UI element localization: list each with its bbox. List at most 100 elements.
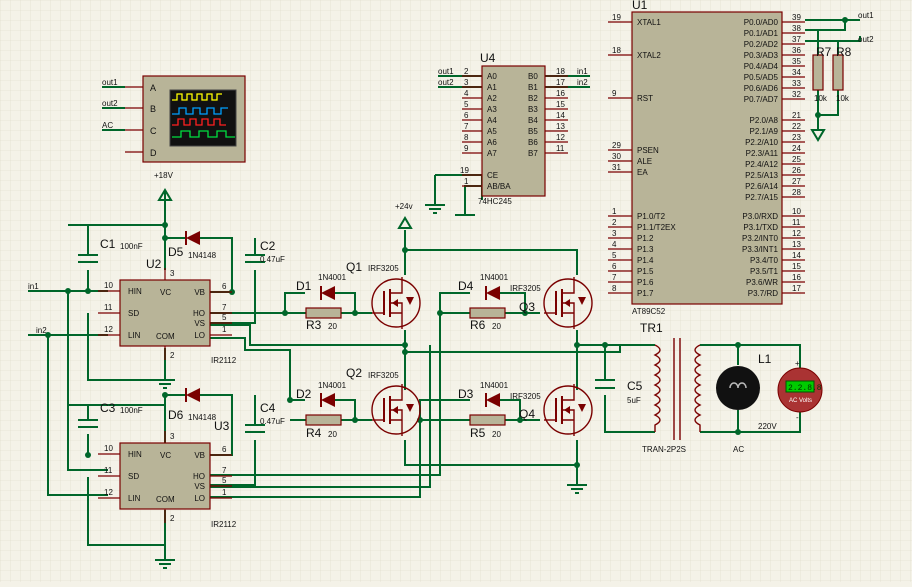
u4-a-pin: 3 [464, 78, 469, 87]
u4-ce: CE [487, 171, 498, 180]
driver-pin-label: COM [156, 332, 175, 341]
oscilloscope[interactable]: A B C D out1 out2 AC [102, 75, 246, 163]
transformer-tr1[interactable]: TR1 TRAN-2P2S [640, 321, 702, 454]
driver-pin-label: SD [128, 309, 139, 318]
l1-val: 220V [758, 422, 777, 431]
svg-text:+18V: +18V [154, 171, 174, 180]
u1-left-label: P1.4 [637, 256, 654, 265]
driver-pin-num: 7 [222, 303, 227, 312]
u4-b-label: B0 [528, 72, 538, 81]
q2-part: IRF3205 [368, 371, 399, 380]
ac-voltmeter[interactable]: 2.2.8.8 AC Volts + - [777, 359, 823, 422]
scope-in-ac: AC [102, 121, 113, 130]
grounds [155, 204, 587, 569]
u1-right-pin: 21 [792, 111, 801, 120]
u1-right-pin: 39 [792, 13, 801, 22]
u1-out1: out1 [858, 11, 874, 20]
driver-pin-label: VS [194, 319, 205, 328]
u1-left-label: P1.0/T2 [637, 212, 666, 221]
u4-74hc245[interactable]: U4 74HC245 A02B018A13B117A24B216A35B315A… [438, 51, 588, 206]
c3-ref: C3 [100, 401, 116, 415]
tr1-part: TRAN-2P2S [642, 445, 686, 454]
u4-b-label: B7 [528, 149, 538, 158]
u4-b-label: B1 [528, 83, 538, 92]
u1-right-pin: 26 [792, 166, 801, 175]
u1-right-label: P2.1/A9 [750, 127, 779, 136]
r8-ref: R8 [836, 45, 852, 59]
u1-right-label: P2.3/A11 [746, 149, 779, 158]
scope-ch-a: A [150, 83, 156, 93]
l1-ref: L1 [758, 352, 772, 366]
diodes[interactable]: D5 1N4148 D6 1N4148 D1 1N4001 D2 1N4001 … [168, 231, 509, 422]
c2-val: 0.47uF [260, 255, 285, 264]
u1-left-pin: 5 [612, 251, 617, 260]
u1-left-label: P1.3 [637, 245, 654, 254]
scope-ch-d: D [150, 148, 157, 158]
u1-at89c52[interactable]: U1 AT89C52 19XTAL118XTAL29RST29PSEN30ALE… [608, 0, 874, 316]
u1-right-label: P2.7/A15 [745, 193, 778, 202]
u4-a-pin: 2 [464, 67, 469, 76]
u1-left-pin: 18 [612, 46, 621, 55]
svg-text:+24v: +24v [395, 202, 413, 211]
u1-right-pin: 12 [792, 229, 801, 238]
capacitors[interactable]: C1 100nF C3 100nF C2 0.47uF C4 0.47uF C5… [78, 237, 643, 433]
scope-ch-b: B [150, 104, 156, 114]
driver-pin-num: 7 [222, 466, 227, 475]
driver-pin-num: 3 [170, 432, 175, 441]
d3-part: 1N4001 [480, 381, 509, 390]
u1-right-pin: 23 [792, 133, 801, 142]
u4-a-label: A5 [487, 127, 497, 136]
u4-a-pin: 9 [464, 144, 469, 153]
u1-left-pin: 7 [612, 273, 617, 282]
u4-a-pin: 5 [464, 100, 469, 109]
lamp-l1[interactable]: L1 220V [716, 352, 777, 431]
u1-left-label: EA [637, 168, 648, 177]
u1-right-label: P0.1/AD1 [744, 29, 779, 38]
u1-right-pin: 33 [792, 79, 801, 88]
driver-pin-num: 6 [222, 282, 227, 291]
u1-right-label: P0.4/AD4 [744, 62, 779, 71]
u4-a-label: A4 [487, 116, 497, 125]
d3-ref: D3 [458, 387, 474, 401]
r3-val: 20 [328, 322, 337, 331]
q1-ref: Q1 [346, 260, 362, 274]
d6-ref: D6 [168, 408, 184, 422]
u1-left-label: ALE [637, 157, 652, 166]
driver-pin-num: 1 [222, 325, 227, 334]
u4-ab-pin: 1 [464, 177, 469, 186]
u2-ref: U2 [146, 257, 162, 271]
mosfets[interactable]: Q1 IRF3205 Q2 IRF3205 Q3 IRF3205 Q4 IRF3… [346, 260, 593, 436]
u1-left-label: RST [637, 94, 653, 103]
driver-pin-label: COM [156, 495, 175, 504]
q3-part: IRF3205 [510, 284, 541, 293]
u4-a-label: A7 [487, 149, 497, 158]
u4-out-in1: in1 [577, 67, 588, 76]
u1-right-label: P3.2/INT0 [742, 234, 779, 243]
u1-right-label: P2.4/A12 [745, 160, 778, 169]
pullup-resistors[interactable]: R7 R8 10k 10k [810, 45, 852, 142]
u4-a-pin: 8 [464, 133, 469, 142]
u4-b-pin: 14 [556, 111, 565, 120]
u1-right-label: P3.6/WR [746, 278, 778, 287]
driver-pin-label: SD [128, 472, 139, 481]
u1-right-pin: 22 [792, 122, 801, 131]
u1-left-pin: 31 [612, 163, 621, 172]
u4-b-pin: 18 [556, 67, 565, 76]
supply-24v: +24v [395, 202, 413, 229]
u4-a-label: A3 [487, 105, 497, 114]
u4-ref: U4 [480, 51, 496, 65]
u1-right-pin: 36 [792, 46, 801, 55]
u4-abba: AB/BA [487, 182, 511, 191]
u1-right-label: P3.3/INT1 [742, 245, 779, 254]
driver-pin-label: VB [194, 451, 205, 460]
gate-resistors[interactable]: R3 20 R4 20 R6 20 R5 20 [305, 307, 506, 440]
q2-ref: Q2 [346, 366, 362, 380]
u1-right-pin: 10 [792, 207, 801, 216]
u4-ce-pin: 19 [460, 166, 469, 175]
u1-left-pin: 2 [612, 218, 617, 227]
q1-part: IRF3205 [368, 264, 399, 273]
driver-pin-label: VC [160, 288, 171, 297]
